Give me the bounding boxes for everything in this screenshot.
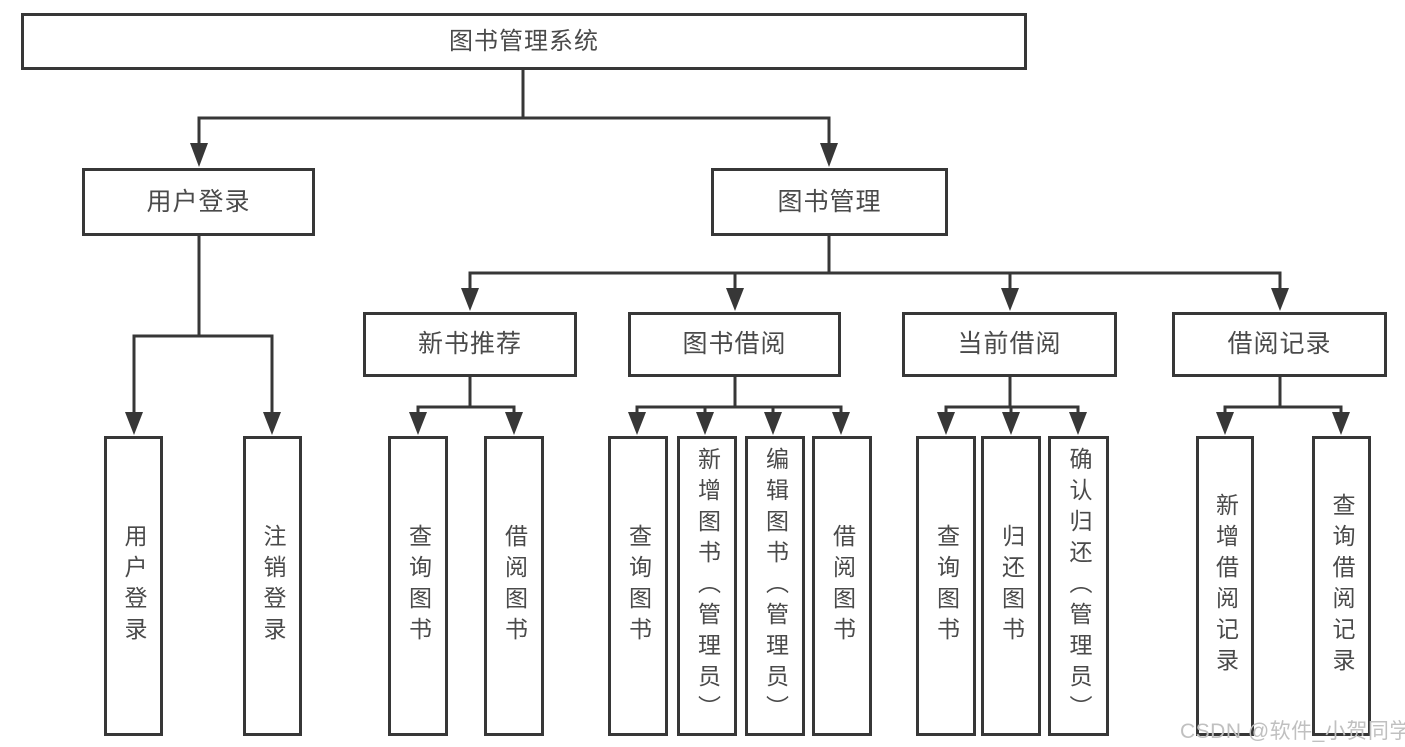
leaf-label: 用户登录 bbox=[121, 524, 147, 648]
leaf-add-book-admin: 新增图书（管理员） bbox=[677, 436, 737, 736]
node-book-borrowing: 图书借阅 bbox=[628, 312, 841, 377]
leaf-label: 注销登录 bbox=[260, 524, 286, 648]
leaf-label: 新增借阅记录 bbox=[1212, 493, 1239, 679]
leaf-return-books: 归还图书 bbox=[981, 436, 1041, 736]
leaf-add-borrow-record: 新增借阅记录 bbox=[1196, 436, 1254, 736]
leaf-label: 查询图书 bbox=[933, 524, 960, 648]
leaf-label: 归还图书 bbox=[998, 524, 1025, 648]
leaf-borrow-books-borrowing: 借阅图书 bbox=[812, 436, 872, 736]
node-label: 图书管理系统 bbox=[449, 27, 599, 55]
leaf-label: 编辑图书（管理员） bbox=[762, 446, 789, 726]
leaf-query-books-current: 查询图书 bbox=[916, 436, 976, 736]
node-label: 图书借阅 bbox=[682, 330, 787, 358]
node-current-borrowing: 当前借阅 bbox=[902, 312, 1117, 377]
leaf-edit-book-admin: 编辑图书（管理员） bbox=[745, 436, 805, 736]
leaf-query-books-recommend: 查询图书 bbox=[388, 436, 448, 736]
node-label: 当前借阅 bbox=[957, 330, 1062, 358]
node-library-management-system: 图书管理系统 bbox=[21, 13, 1027, 70]
node-label: 借阅记录 bbox=[1227, 330, 1332, 358]
leaf-label: 查询图书 bbox=[625, 524, 652, 648]
node-user-login: 用户登录 bbox=[82, 168, 315, 236]
node-label: 图书管理 bbox=[777, 187, 882, 216]
leaf-label: 借阅图书 bbox=[501, 524, 528, 648]
leaf-borrow-books-recommend: 借阅图书 bbox=[484, 436, 544, 736]
leaf-user-login: 用户登录 bbox=[104, 436, 163, 736]
leaf-query-borrow-record: 查询借阅记录 bbox=[1312, 436, 1371, 736]
node-borrowing-records: 借阅记录 bbox=[1172, 312, 1387, 377]
node-book-management: 图书管理 bbox=[711, 168, 948, 236]
leaf-label: 借阅图书 bbox=[829, 524, 856, 648]
leaf-label: 查询图书 bbox=[405, 524, 432, 648]
node-label: 新书推荐 bbox=[417, 330, 522, 358]
leaf-query-books-borrowing: 查询图书 bbox=[608, 436, 668, 736]
node-new-book-recommendation: 新书推荐 bbox=[363, 312, 577, 377]
leaf-label: 确认归还（管理员） bbox=[1066, 446, 1092, 726]
leaf-logout: 注销登录 bbox=[243, 436, 302, 736]
leaf-confirm-return-admin: 确认归还（管理员） bbox=[1048, 436, 1109, 736]
leaf-label: 新增图书（管理员） bbox=[694, 446, 721, 726]
leaf-label: 查询借阅记录 bbox=[1329, 493, 1355, 679]
node-label: 用户登录 bbox=[146, 187, 251, 216]
csdn-watermark: CSDN @软件_小贺同学 bbox=[1180, 720, 1405, 743]
